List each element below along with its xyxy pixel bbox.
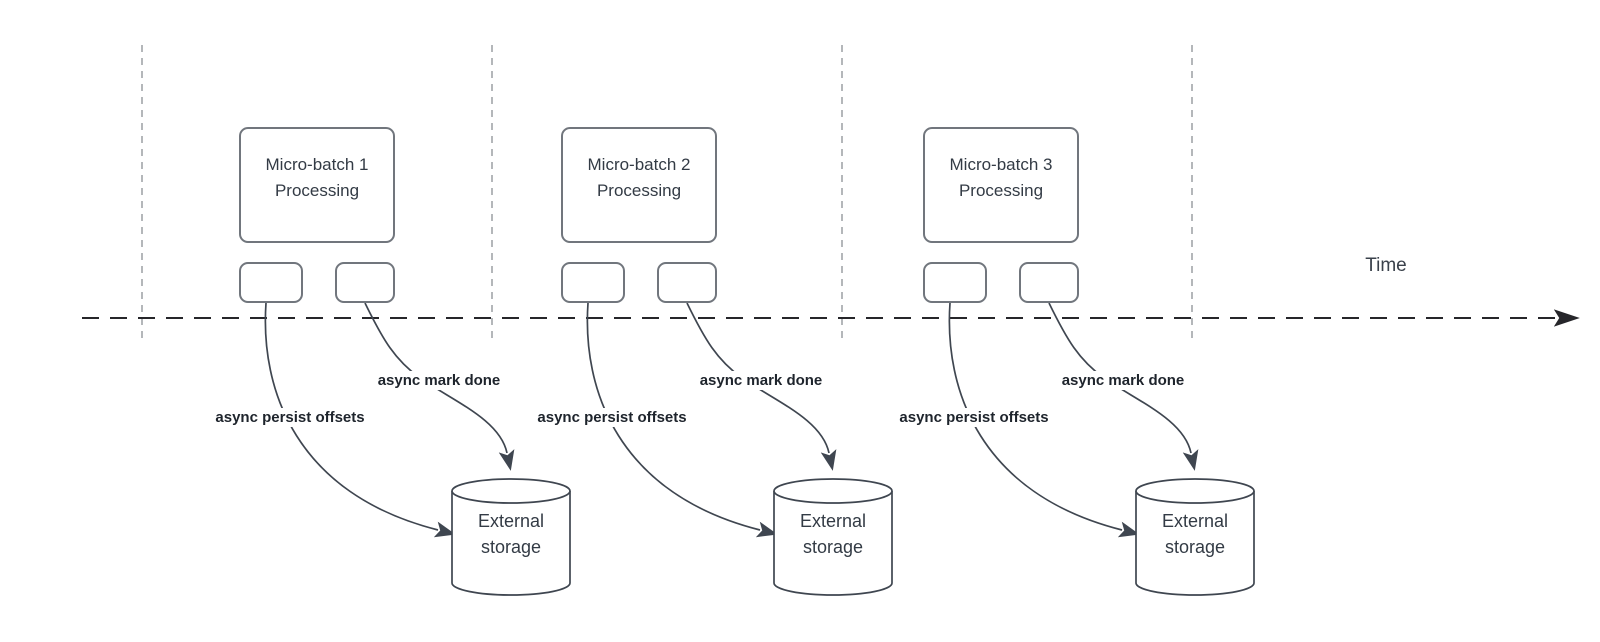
persist-offsets-arrow-1 [264, 302, 456, 538]
storage-cylinder-top-3 [1135, 478, 1255, 504]
group-3-shapes [948, 302, 1255, 596]
time-axis-label: Time [1365, 255, 1407, 276]
storage-cylinder-body-2 [773, 491, 893, 596]
persist-offsets-arrow-2 [586, 302, 778, 538]
mark-done-arrow-1 [364, 302, 515, 471]
group-2-shapes [586, 302, 893, 596]
storage-cylinder-body-1 [451, 491, 571, 596]
storage-cylinder-top-2 [773, 478, 893, 504]
mark-done-arrow-2 [686, 302, 837, 471]
storage-cylinder-top-1 [451, 478, 571, 504]
persist-offsets-arrow-3 [948, 302, 1140, 538]
group-1-shapes [264, 302, 571, 596]
mark-done-arrow-3 [1048, 302, 1199, 471]
storage-cylinder-body-3 [1135, 491, 1255, 596]
